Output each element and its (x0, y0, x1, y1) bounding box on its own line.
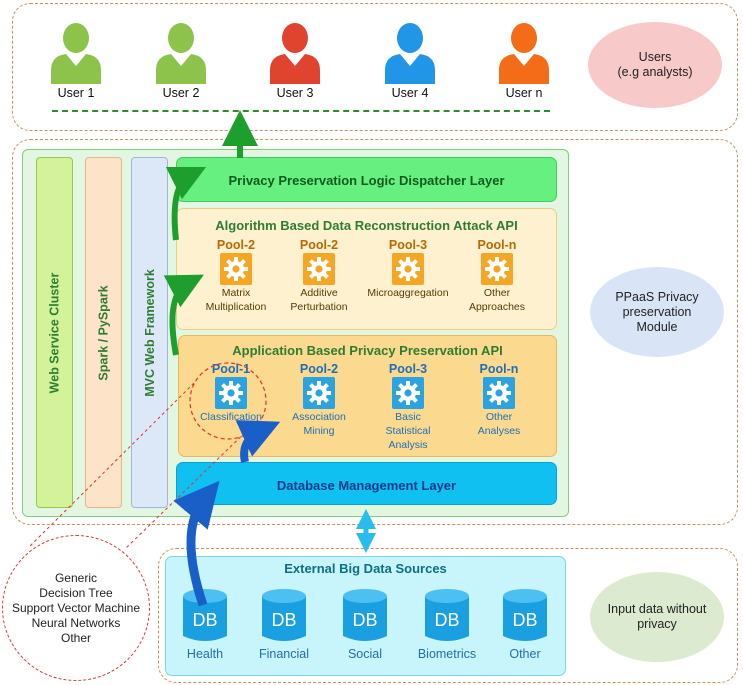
database-label: Social (347, 647, 383, 661)
pool-label: Other Approaches (468, 287, 526, 313)
pool-label: Other Analyses (477, 411, 521, 437)
database-title: Database Management Layer (276, 478, 457, 493)
database-icon: DB (503, 589, 547, 641)
database-icon: DB (343, 589, 387, 641)
dispatcher-title: Privacy Preservation Logic Dispatcher La… (228, 173, 505, 188)
database-label: Financial (258, 647, 310, 661)
web-service-cluster-label: Web Service Cluster (47, 272, 62, 393)
classifier-list: Generic Decision Tree Support Vector Mac… (11, 570, 141, 645)
mvc-label: MVC Web Framework (142, 268, 157, 397)
pool-label: Association Mining (292, 411, 346, 437)
user-label: User 2 (162, 86, 200, 100)
user-label: User 3 (276, 86, 314, 100)
user-icon (270, 23, 320, 84)
classifier-ellipse: Generic Decision Tree Support Vector Mac… (2, 535, 150, 681)
pool-label: Classification (200, 411, 262, 423)
user-icon (156, 23, 206, 84)
user-icon (51, 23, 101, 84)
pool-name: Pool-2 (299, 238, 339, 252)
user-label: User 1 (57, 86, 95, 100)
gear-icon (481, 253, 513, 285)
database-icon: DB (183, 589, 227, 641)
database-1: DB Health (170, 588, 240, 661)
pool-label: Microaggregation (367, 287, 449, 299)
module-ellipse: PPaaS Privacy preservation Module (590, 267, 724, 357)
pool-label: Additive Perturbation (290, 287, 348, 313)
pool-name: Pool-1 (211, 362, 251, 376)
gear-icon (392, 377, 424, 409)
dispatcher-layer: Privacy Preservation Logic Dispatcher La… (176, 157, 557, 202)
database-icon-text: DB (192, 610, 217, 630)
gear-icon (303, 377, 335, 409)
spark-label: Spark / PySpark (96, 284, 111, 381)
database-4: DB Biometrics (412, 588, 482, 661)
gear-icon (220, 253, 252, 285)
user-4: User 4 (370, 22, 450, 100)
web-service-cluster-bar: Web Service Cluster (36, 157, 73, 508)
pool-label: Basic Statistical Analysis (385, 411, 431, 451)
user-5: User n (484, 22, 564, 100)
spark-bar: Spark / PySpark (85, 157, 122, 508)
gear-icon (392, 253, 424, 285)
input-ellipse: Input data without privacy (590, 572, 724, 662)
pool-name: Pool-n (477, 238, 517, 252)
pool-name: Pool-2 (299, 362, 339, 376)
user-1: User 1 (36, 22, 116, 100)
database-layer: Database Management Layer (176, 462, 557, 505)
database-label: Biometrics (417, 647, 477, 661)
users-baseline (52, 110, 550, 112)
users-side-label: Users (e.g analysts) (617, 50, 693, 79)
user-label: User 4 (391, 86, 429, 100)
user-label: User n (505, 86, 543, 100)
database-3: DB Social (330, 588, 400, 661)
pool-name: Pool-3 (388, 238, 428, 252)
input-side-label: Input data without privacy (607, 602, 707, 631)
module-side-label: PPaaS Privacy preservation Module (615, 289, 699, 334)
user-icon (385, 23, 435, 84)
users-region (12, 3, 738, 131)
external-sources-title: External Big Data Sources (284, 561, 447, 576)
input-region (158, 548, 738, 683)
database-icon: DB (425, 589, 469, 641)
user-icon (499, 23, 549, 84)
user-3: User 3 (255, 22, 335, 100)
database-icon-text: DB (352, 610, 377, 630)
gear-icon (215, 377, 247, 409)
database-icon: DB (262, 589, 306, 641)
database-icon-text: DB (271, 610, 296, 630)
pool-name: Pool-n (479, 362, 519, 376)
database-2: DB Financial (249, 588, 319, 661)
pool-name: Pool-2 (216, 238, 256, 252)
database-5: DB Other (490, 588, 560, 661)
pool-label: Matrix Multiplication (205, 287, 267, 313)
gear-icon (303, 253, 335, 285)
mvc-bar: MVC Web Framework (131, 157, 168, 508)
gear-icon (483, 377, 515, 409)
database-label: Health (186, 647, 224, 661)
database-icon-text: DB (512, 610, 537, 630)
database-icon-text: DB (434, 610, 459, 630)
user-2: User 2 (141, 22, 221, 100)
application-api-title: Application Based Privacy Preservation A… (232, 343, 503, 358)
users-ellipse: Users (e.g analysts) (588, 22, 722, 108)
database-label: Other (509, 647, 541, 661)
algorithm-api-title: Algorithm Based Data Reconstruction Atta… (215, 218, 518, 233)
pool-name: Pool-3 (388, 362, 428, 376)
